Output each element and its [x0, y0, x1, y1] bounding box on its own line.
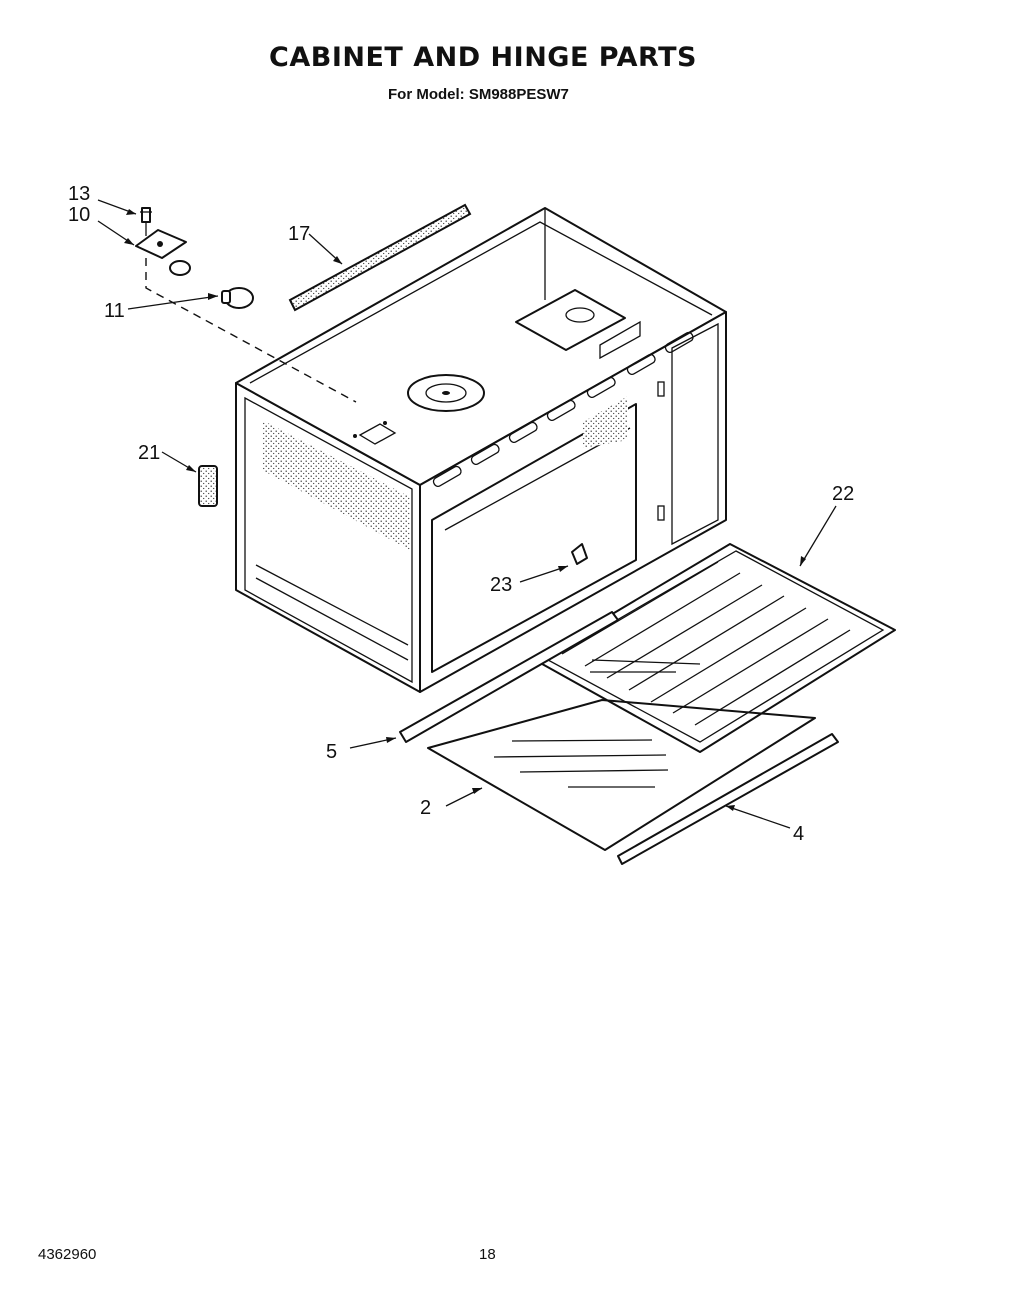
- page-title: CABINET AND HINGE PARTS: [269, 42, 697, 73]
- right-rail: [617, 733, 839, 865]
- callout-4: 4: [793, 823, 804, 845]
- callout-11: 11: [104, 300, 125, 322]
- glass-tray: [427, 699, 816, 851]
- left-rail: [399, 611, 619, 743]
- hinge-screw: [140, 207, 152, 223]
- callout-5: 5: [326, 741, 337, 763]
- callout-21: 21: [138, 442, 160, 464]
- model-subtitle: For Model: SM988PESW7: [388, 86, 569, 103]
- callout-22: 22: [832, 483, 854, 505]
- bracket-part: [571, 543, 588, 565]
- callout-2: 2: [420, 797, 431, 819]
- cabinet-clip: [198, 465, 218, 507]
- leader-arrowheads: [124, 209, 806, 811]
- callout-17: 17: [288, 223, 310, 245]
- hinge-plate: [135, 222, 187, 259]
- callout-10: 10: [68, 204, 90, 226]
- cabinet-body: [235, 207, 727, 693]
- page-number: 18: [479, 1246, 496, 1263]
- callout-13: 13: [68, 183, 90, 205]
- gasket-strip: [288, 203, 472, 312]
- lamp-bulb: [169, 260, 254, 309]
- document-number: 4362960: [38, 1246, 97, 1263]
- callout-23: 23: [490, 574, 512, 596]
